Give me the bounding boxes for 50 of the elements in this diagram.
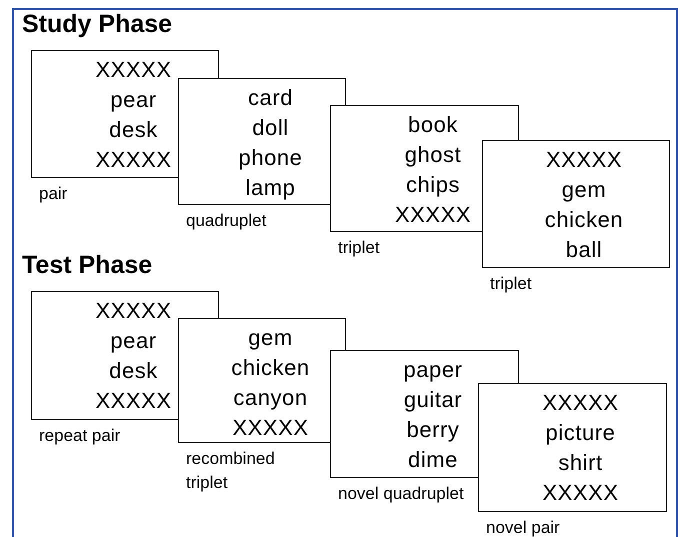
card-word: XXXXX bbox=[95, 297, 172, 325]
card-word: chicken bbox=[544, 206, 624, 234]
card-word: XXXXX bbox=[95, 146, 172, 174]
card-word: XXXXX bbox=[542, 389, 619, 417]
card-word: XXXXX bbox=[232, 414, 309, 442]
card-word: doll bbox=[252, 114, 289, 142]
card-word: desk bbox=[109, 357, 158, 385]
card-word: phone bbox=[238, 144, 302, 172]
card-caption: novel quadruplet bbox=[338, 483, 465, 505]
word-card bbox=[482, 140, 670, 268]
card-caption: recombined triplet bbox=[186, 448, 276, 494]
card-word: pear bbox=[110, 327, 157, 355]
card-word: ball bbox=[566, 236, 602, 264]
card-word: paper bbox=[403, 356, 463, 384]
word-card bbox=[330, 105, 482, 232]
card-word: XXXXX bbox=[95, 387, 172, 415]
card-word: ghost bbox=[404, 141, 462, 169]
card-word: lamp bbox=[246, 174, 296, 202]
word-card bbox=[178, 318, 330, 443]
card-word: canyon bbox=[233, 384, 308, 412]
card-caption: quadruplet bbox=[186, 210, 268, 232]
card-word: dime bbox=[408, 446, 458, 474]
card-caption: novel pair bbox=[486, 517, 561, 537]
card-word: chips bbox=[406, 171, 460, 199]
card-word: desk bbox=[109, 116, 158, 144]
card-word: book bbox=[408, 111, 458, 139]
card-word: pear bbox=[110, 86, 157, 114]
section-heading: Study Phase bbox=[22, 12, 172, 37]
card-word: guitar bbox=[404, 386, 462, 414]
card-word: XXXXX bbox=[542, 479, 619, 507]
card-word: berry bbox=[406, 416, 460, 444]
card-word: gem bbox=[562, 176, 606, 204]
word-card bbox=[330, 350, 478, 478]
card-caption: repeat pair bbox=[39, 425, 122, 447]
card-caption: triplet bbox=[490, 273, 533, 295]
card-word: card bbox=[248, 84, 293, 112]
word-card bbox=[31, 50, 178, 178]
card-word: XXXXX bbox=[95, 56, 172, 84]
card-word: shirt bbox=[558, 449, 603, 477]
card-word: gem bbox=[248, 324, 293, 352]
word-card bbox=[31, 291, 178, 420]
card-word: XXXXX bbox=[546, 146, 622, 174]
card-caption: pair bbox=[39, 183, 68, 205]
section-heading: Test Phase bbox=[22, 253, 152, 278]
card-word: picture bbox=[546, 419, 616, 447]
word-card bbox=[178, 78, 330, 205]
card-word: chicken bbox=[231, 354, 310, 382]
card-word: XXXXX bbox=[394, 201, 472, 229]
card-caption: triplet bbox=[338, 237, 381, 259]
word-card bbox=[478, 383, 667, 512]
